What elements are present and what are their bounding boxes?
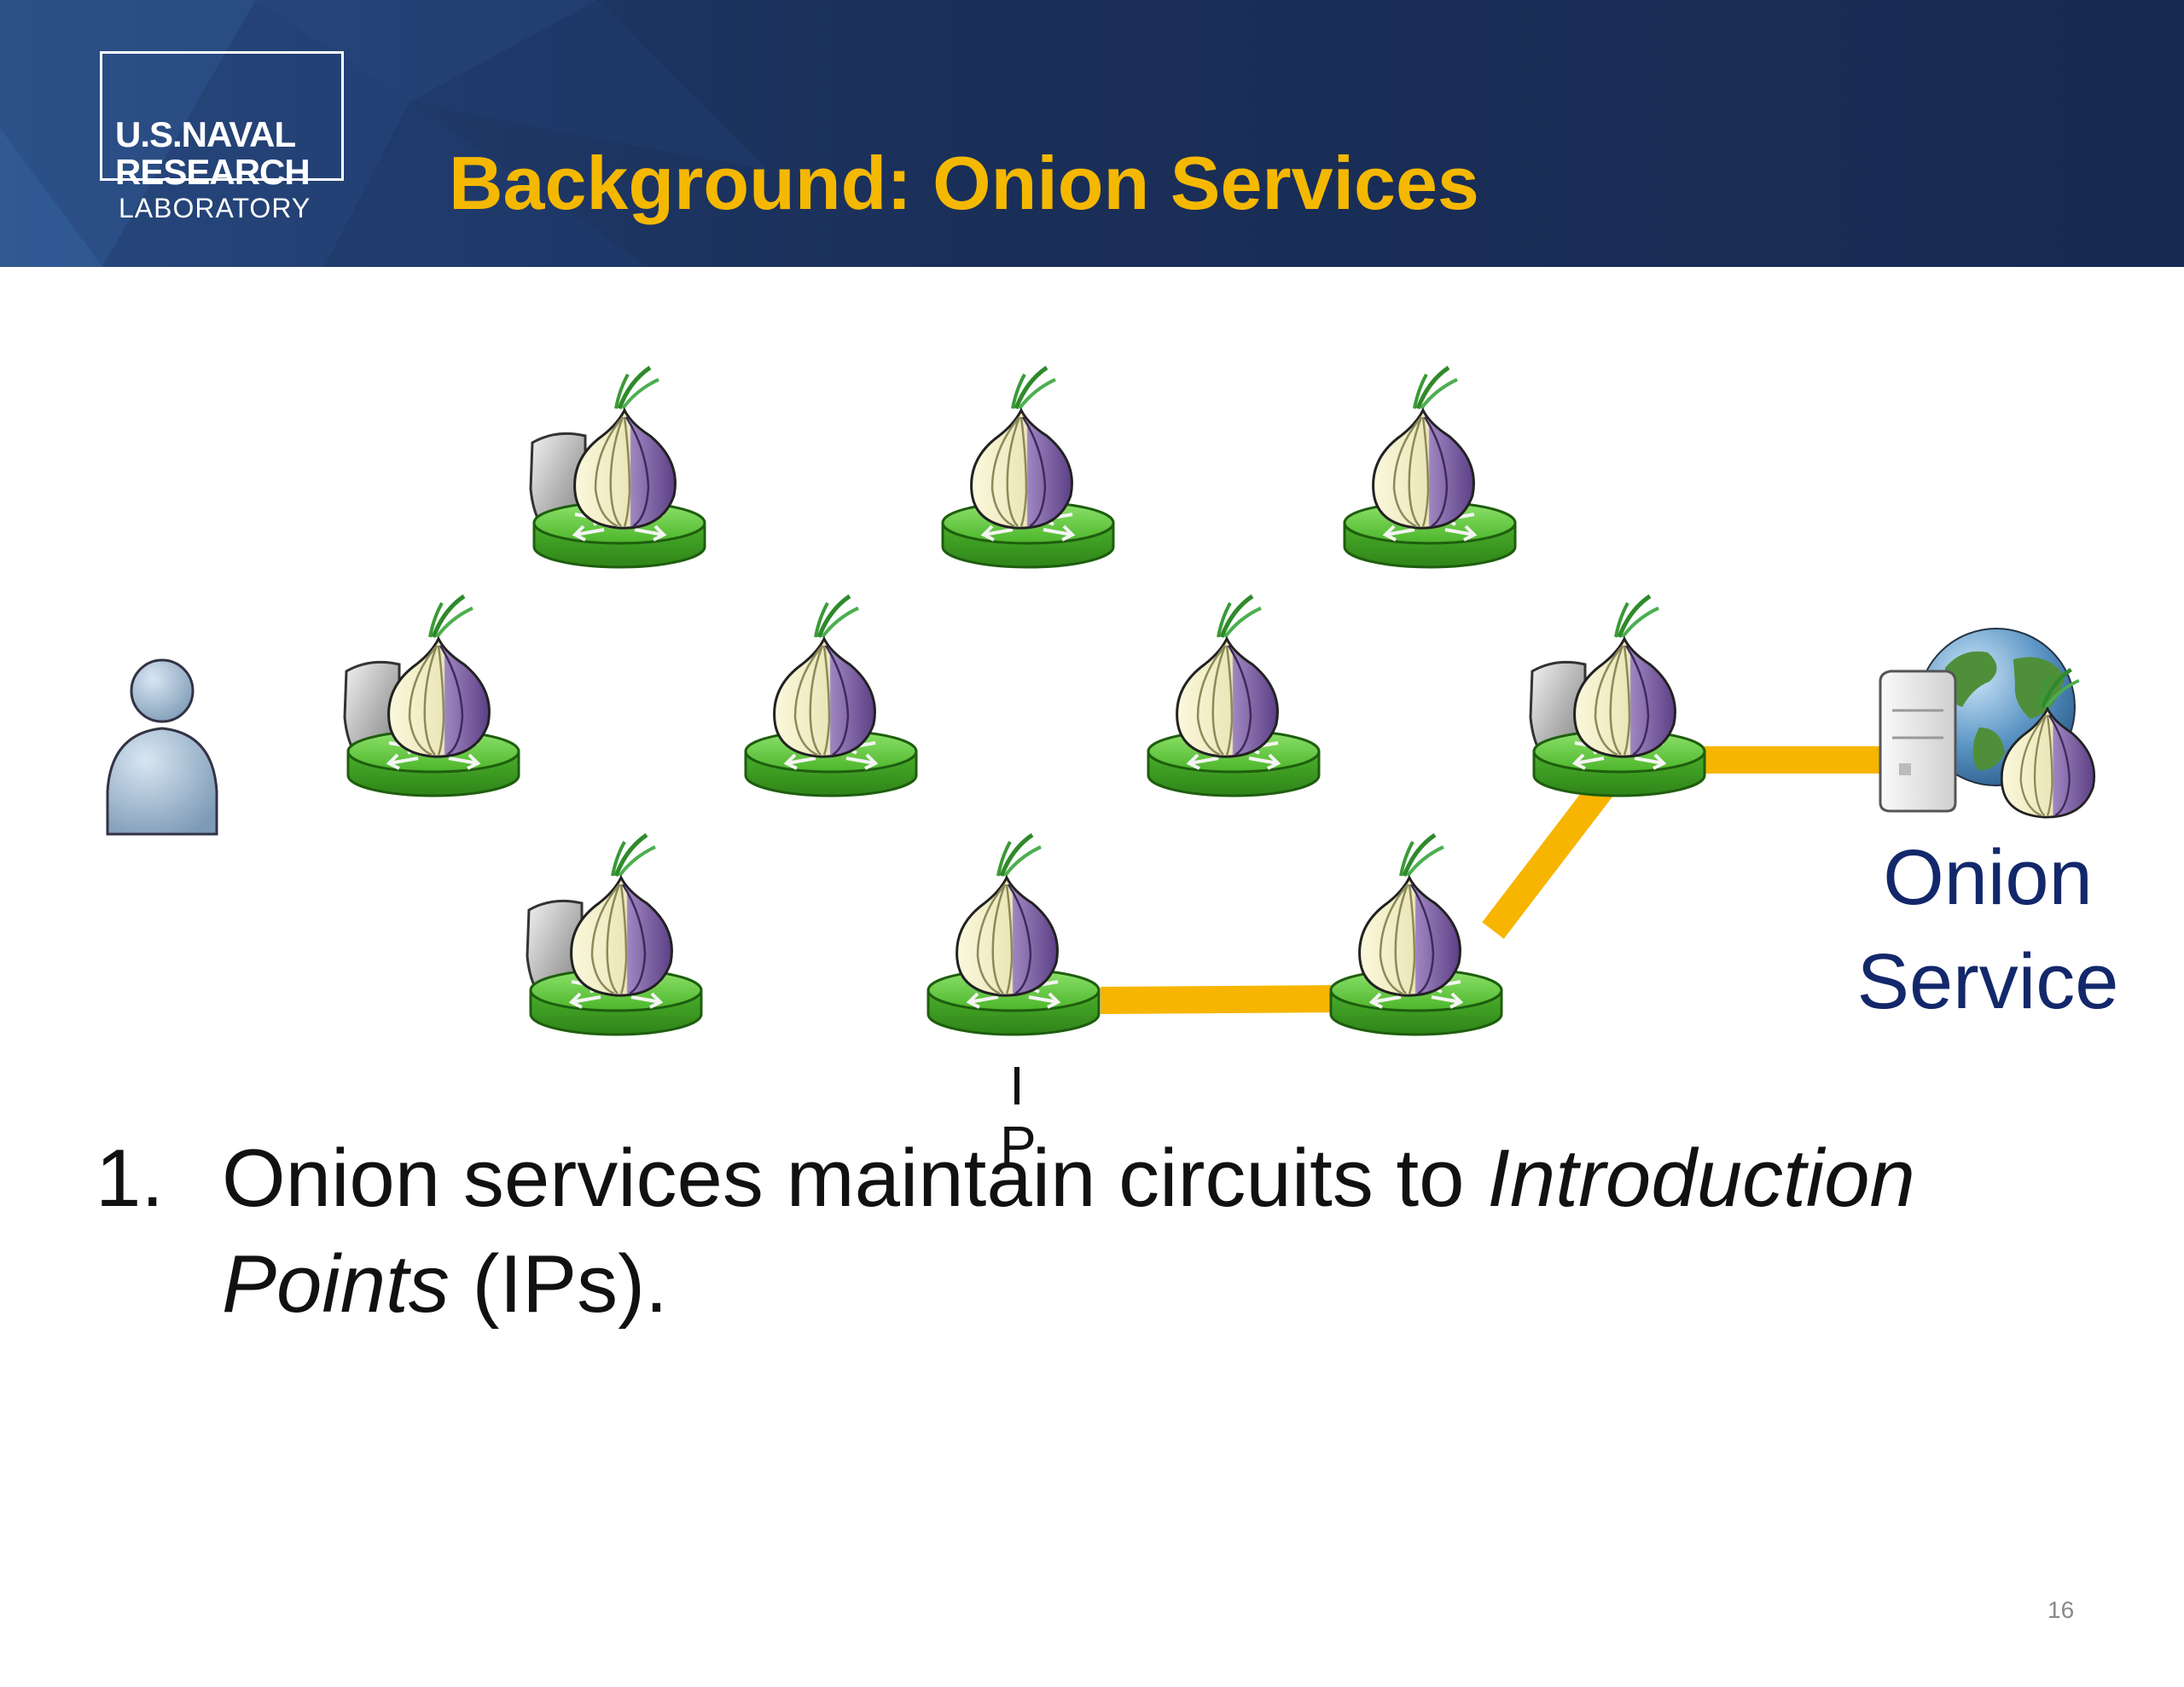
bullet-point-1: 1. Onion services maintain circuits to I…: [96, 1126, 2075, 1337]
page-number: 16: [2048, 1597, 2075, 1623]
server-icon: [1879, 670, 1957, 813]
header-facet-pattern: [0, 0, 768, 267]
relay-4: [1148, 596, 1319, 796]
onion-service-label: Onion Service: [1800, 826, 2175, 1034]
onion-service-icon: [1879, 628, 2094, 817]
bullet-number: 1.: [96, 1133, 165, 1224]
nrl-logo: [100, 51, 344, 181]
intro-point-relay: [928, 835, 1099, 1035]
guard-relay-1: [531, 368, 705, 567]
bullet-text: Onion services maintain circuits to Intr…: [222, 1126, 2075, 1337]
nrl-logo-text: U.S.NAVAL RESEARCH LABORATORY: [100, 51, 356, 223]
guard-relay-3: [1531, 596, 1705, 796]
circuit-segment-middle-ip: [1100, 985, 1340, 1014]
circuit-path: [1100, 746, 1902, 1014]
onion-service-label-line1: Onion: [1883, 834, 2093, 921]
circuit-segment-guard-middle: [1482, 777, 1615, 939]
guard-relay-2: [345, 596, 519, 796]
intro-point-label: I P: [1000, 1055, 1037, 1176]
bullet-text-introduction: Introduction: [1487, 1133, 1915, 1224]
slide-header: U.S.NAVAL RESEARCH LABORATORY Background…: [0, 0, 2184, 267]
logo-line-3: LABORATORY: [119, 193, 311, 223]
bullet-text-b: (IPs).: [449, 1238, 668, 1330]
user-icon: [106, 658, 218, 836]
logo-line-1: U.S.NAVAL: [115, 114, 296, 154]
tor-network-diagram: [106, 267, 2184, 1120]
onion-service-label-line2: Service: [1856, 938, 2119, 1025]
slide-title: Background: Onion Services: [449, 141, 1479, 225]
relay-5: [1331, 835, 1502, 1035]
relay-3: [746, 596, 916, 796]
bullet-text-points: Points: [222, 1238, 450, 1330]
relay-1: [943, 368, 1113, 567]
relay-2: [1345, 368, 1515, 567]
guard-relay-4: [527, 835, 701, 1035]
bullet-text-a: Onion services maintain circuits to: [222, 1133, 1488, 1224]
logo-line-2: RESEARCH: [115, 152, 311, 192]
